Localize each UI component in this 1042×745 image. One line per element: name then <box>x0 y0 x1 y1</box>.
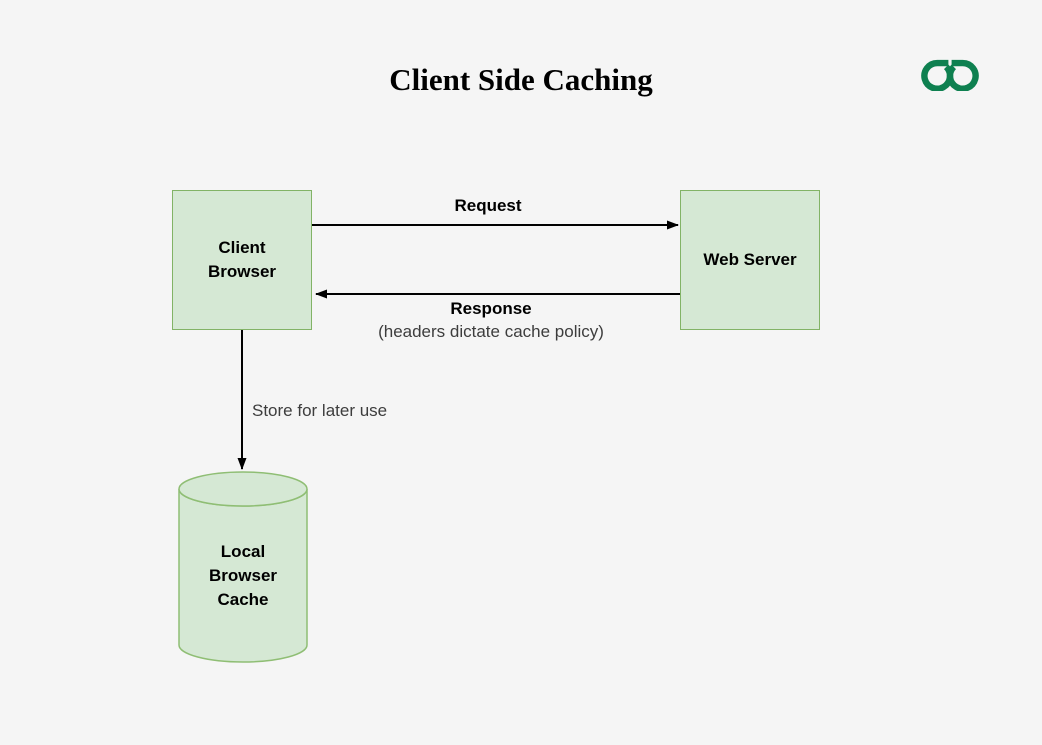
response-label-main: Response <box>450 299 532 318</box>
node-client-browser-label: Client Browser <box>207 238 277 281</box>
store-label: Store for later use <box>252 401 388 420</box>
request-label: Request <box>454 196 522 215</box>
node-client-browser: Client Browser <box>172 190 312 330</box>
node-web-server-label: Web Server <box>703 250 797 269</box>
response-label-sub: (headers dictate cache policy) <box>378 322 604 341</box>
node-web-server: Web Server <box>680 190 820 330</box>
node-local-browser-cache <box>178 471 308 663</box>
response-label: Response (headers dictate cache policy) <box>378 297 604 343</box>
geeksforgeeks-logo-icon <box>921 59 979 91</box>
node-local-browser-cache-label: Local Browser Cache <box>208 542 278 609</box>
page-title: Client Side Caching <box>389 62 653 97</box>
